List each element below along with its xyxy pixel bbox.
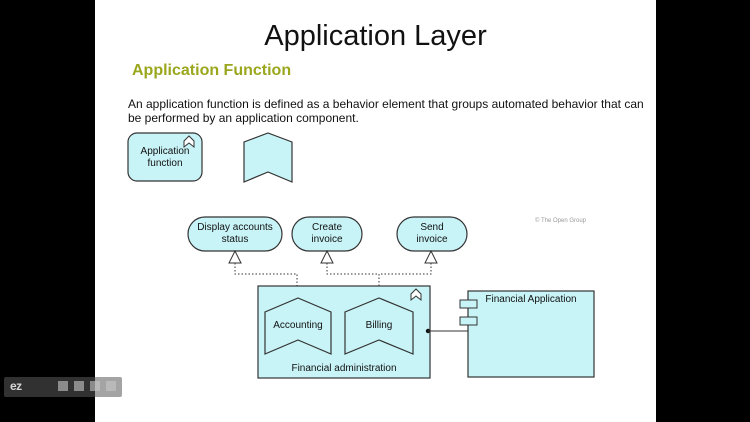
service-shape [396,216,468,252]
financial-administration-label: Financial administration [291,363,397,374]
service-label-create-invoice: Create invoice [311,222,343,245]
accounting-function-shape [264,297,332,355]
menu-icon[interactable] [90,381,100,391]
service-label-send-invoice: Send invoice [416,222,448,245]
legend-function-box-icon [183,135,195,149]
component-tab-icon [459,299,478,309]
pause-icon[interactable] [58,381,68,391]
slide-title: Application Layer [264,20,487,52]
stop-icon[interactable] [74,381,84,391]
player-watermark: ez [4,377,122,397]
legend-function-label: Application function [140,146,190,169]
financial-application-box [467,290,595,378]
function-icon [410,288,422,302]
billing-function-shape [344,297,414,355]
legend-function-shape [243,132,293,183]
copyright-notice: © The Open Group [535,218,587,224]
realization-line [379,263,432,275]
slide-description: An application function is defined as a … [128,97,644,125]
realization-arrowhead [320,249,334,264]
slide: Application Layer Application Function A… [95,0,656,422]
financial-application-label: Financial Application [485,294,577,305]
billing-label: Billing [365,320,393,331]
ez-logo: ez [10,379,22,393]
archimate-diagram [127,132,595,379]
slide-subtitle: Application Function [132,62,292,79]
service-label-display-accounts: Display accounts status [197,222,273,245]
realization-arrowhead [424,249,438,264]
realization-arrowhead [228,249,242,264]
component-tab-icon [459,316,478,326]
accounting-label: Accounting [273,320,323,331]
fullscreen-icon[interactable] [106,381,116,391]
